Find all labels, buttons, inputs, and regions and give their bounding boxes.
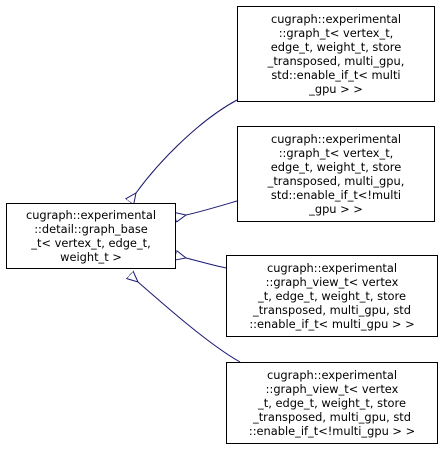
node-label-line: _t, edge_t, weight_t, store (258, 289, 406, 303)
node-label-line: ::enable_if_t<!multi_gpu > > (248, 424, 416, 438)
edge-graph-multi-gpu-to-base (136, 99, 238, 193)
node-label-line: _transposed, multi_gpu, (267, 54, 405, 68)
node-label-line: _transposed, multi_gpu, (267, 174, 405, 188)
edge-view-single-gpu-to-base (138, 282, 241, 363)
node-label-line: ::graph_t< vertex_t, (278, 26, 394, 40)
node-label-line: weight_t > (60, 250, 122, 264)
node-label-line: cugraph::experimental (25, 208, 157, 222)
node-label-line: cugraph::experimental (270, 12, 402, 26)
node-label-line: _transposed, multi_gpu, std (253, 410, 411, 424)
node-label-line: _t, edge_t, weight_t, store (258, 396, 406, 410)
node-label-line: ::enable_if_t< multi_gpu > > (249, 317, 415, 331)
node-label-line: _t< vertex_t, edge_t, (31, 236, 151, 250)
node-graph-base[interactable]: cugraph::experimental ::detail::graph_ba… (6, 203, 176, 269)
node-label-line: edge_t, weight_t, store (270, 160, 402, 174)
node-label-line: cugraph::experimental (266, 261, 398, 275)
node-label-line: ::detail::graph_base (34, 222, 148, 236)
node-label-line: std::enable_if_t<!multi (270, 188, 402, 202)
node-label-line: _transposed, multi_gpu, std (253, 303, 411, 317)
node-graph-t-multi-gpu[interactable]: cugraph::experimental ::graph_t< vertex_… (237, 6, 435, 102)
node-label-line: edge_t, weight_t, store (270, 40, 402, 54)
edge-graph-single-gpu-to-base (186, 200, 238, 215)
edge-view-multi-gpu-to-base (186, 258, 227, 269)
node-label-line: ::graph_t< vertex_t, (278, 146, 394, 160)
node-label-line: _gpu > > (309, 202, 363, 216)
node-graph-t-single-gpu[interactable]: cugraph::experimental ::graph_t< vertex_… (237, 126, 435, 222)
node-label-line: cugraph::experimental (270, 132, 402, 146)
node-label-line: cugraph::experimental (266, 368, 398, 382)
node-graph-view-t-multi-gpu[interactable]: cugraph::experimental ::graph_view_t< ve… (226, 255, 438, 337)
node-label-line: ::graph_view_t< vertex (265, 382, 399, 396)
node-graph-view-t-single-gpu[interactable]: cugraph::experimental ::graph_view_t< ve… (226, 362, 438, 444)
node-label-line: ::graph_view_t< vertex (265, 275, 399, 289)
node-label-line: std::enable_if_t< multi (271, 68, 401, 82)
node-label-line: _gpu > > (309, 82, 363, 96)
